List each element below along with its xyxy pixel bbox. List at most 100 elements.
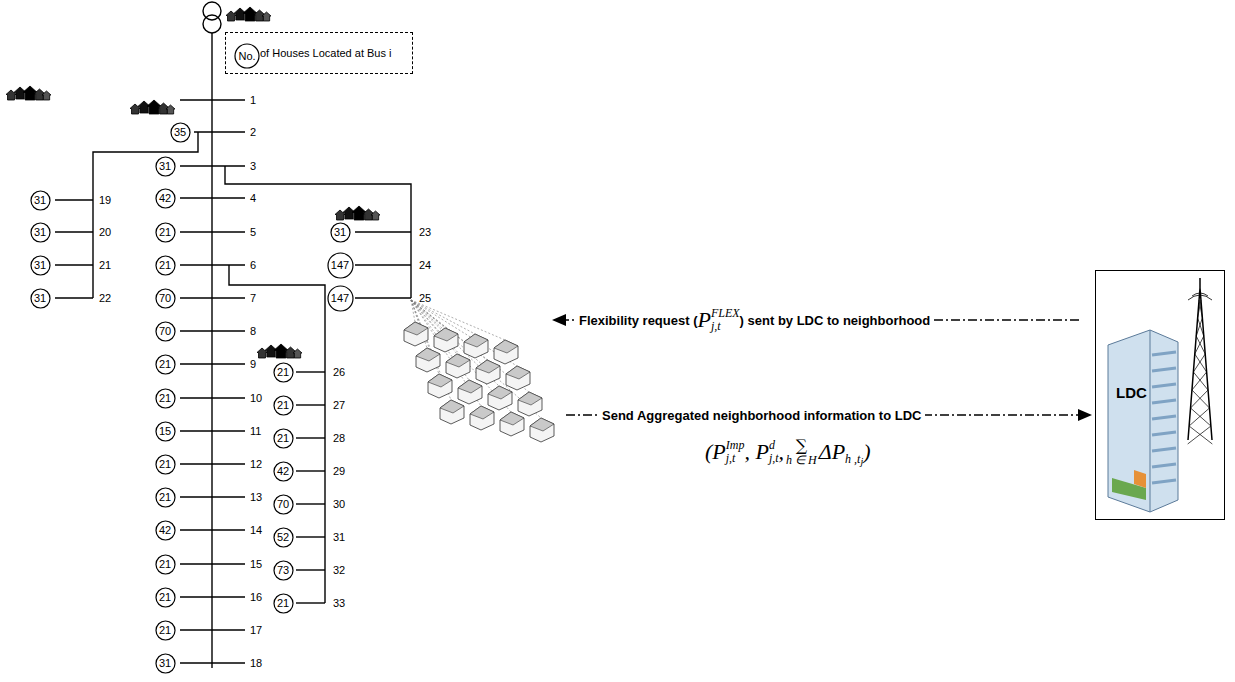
arrow-caption: ) sent by LDC to neighborhood [740, 313, 931, 328]
house-count-circle: 31 [30, 255, 51, 276]
feeder-line [180, 563, 245, 564]
house-count: 31 [34, 260, 46, 271]
house-drawing [518, 392, 542, 416]
house-roof [458, 380, 482, 393]
house-count-circle: 42 [155, 520, 176, 541]
house-count-circle: 31 [30, 190, 51, 211]
house-count: 21 [277, 367, 289, 378]
house-count: 42 [159, 525, 171, 536]
feeder-line [180, 596, 245, 597]
feeder-line [180, 264, 245, 265]
house-icon [14, 87, 26, 99]
house-drawing [464, 334, 488, 358]
feeder-line [296, 437, 325, 438]
label-group: Flexibility request (PFLEXj,t) sent by L… [575, 307, 934, 332]
house-count: 21 [159, 492, 171, 503]
bus-number: 16 [250, 592, 262, 603]
house-count: No. [238, 51, 255, 62]
feeder-line [180, 397, 245, 398]
feeder-line [355, 264, 411, 265]
house-count: 21 [159, 625, 171, 636]
bus-number: 33 [333, 598, 345, 609]
house-roof [518, 392, 542, 405]
house-drawing [488, 386, 512, 410]
house-count: 21 [159, 459, 171, 470]
house-count: 21 [277, 598, 289, 609]
house-icon [138, 101, 150, 113]
house-count-circle: 35 [170, 122, 191, 143]
feeder-line [180, 463, 245, 464]
feeder-line [180, 231, 245, 232]
math-symbol: ∑ [796, 438, 807, 454]
house-cluster [257, 344, 302, 358]
house-count-circle: 31 [155, 156, 176, 177]
house-count-circle: 73 [273, 560, 294, 581]
feeder-line [180, 297, 245, 298]
bus-number: 22 [99, 293, 111, 304]
house-count-circle: 70 [155, 321, 176, 342]
feeder-line [355, 297, 411, 298]
house-count-circle: 21 [155, 354, 176, 375]
house-count: 21 [159, 260, 171, 271]
house-drawing [404, 322, 428, 346]
house-roof [494, 340, 518, 353]
house-roof [446, 354, 470, 367]
house-drawing [428, 374, 452, 398]
feeder-line [180, 662, 245, 663]
bus-number: 29 [333, 466, 345, 477]
neighborhood-illustration [404, 300, 554, 442]
legend-text: of Houses Located at Bus i [260, 47, 391, 59]
transformer-symbol [203, 15, 221, 33]
house-roof [434, 328, 458, 341]
house-count: 147 [331, 293, 349, 304]
house-roof [428, 374, 452, 387]
math-subscript: j,t [769, 452, 779, 465]
bus-number: 7 [250, 293, 256, 304]
math-stack: dj,t [769, 439, 779, 464]
house-count-circle: 147 [327, 252, 354, 279]
math-subscript: h ,t [845, 453, 860, 466]
math-stack: Impj,t [726, 439, 745, 464]
bus-number: 11 [250, 426, 261, 437]
house-roof [416, 348, 440, 361]
house-drawing [458, 380, 482, 404]
house-count-circle: 21 [155, 554, 176, 575]
math-symbol: , [779, 441, 785, 463]
house-count: 31 [34, 293, 46, 304]
house-roof [440, 400, 464, 413]
math-stack: ∑h ∈ H [786, 438, 817, 467]
bus-number: 15 [250, 559, 262, 570]
house-count: 21 [277, 433, 289, 444]
house-drawing [440, 400, 464, 424]
service-drop [411, 300, 541, 418]
feeder-line [229, 265, 325, 603]
house-cluster [226, 7, 271, 21]
house-drawing [446, 354, 470, 378]
house-count: 31 [34, 227, 46, 238]
house-cluster [130, 100, 175, 114]
math-symbol: ) [863, 441, 870, 463]
feeder-line [355, 231, 411, 232]
bus-number: 28 [333, 433, 345, 444]
arrow-caption: Send Aggregated neighborhood information… [602, 408, 921, 423]
house-count: 42 [277, 466, 289, 477]
house-roof [506, 366, 530, 379]
feeder-line [296, 470, 325, 471]
house-count: 31 [159, 658, 171, 669]
house-count-circle: 15 [155, 421, 176, 442]
feeder-line [180, 363, 245, 364]
house-count: 73 [277, 565, 289, 576]
bus-number: 1 [250, 95, 256, 106]
feeder-line [180, 165, 245, 166]
house-count-circle: 21 [273, 362, 294, 383]
feeder-line [296, 569, 325, 570]
house-count-circle: 21 [155, 255, 176, 276]
house-count: 35 [174, 127, 186, 138]
house-count-circle: 70 [273, 494, 294, 515]
house-count-circle: 21 [273, 395, 294, 416]
house-count-circle: 42 [155, 188, 176, 209]
house-drawing [416, 348, 440, 372]
house-count: 21 [159, 227, 171, 238]
